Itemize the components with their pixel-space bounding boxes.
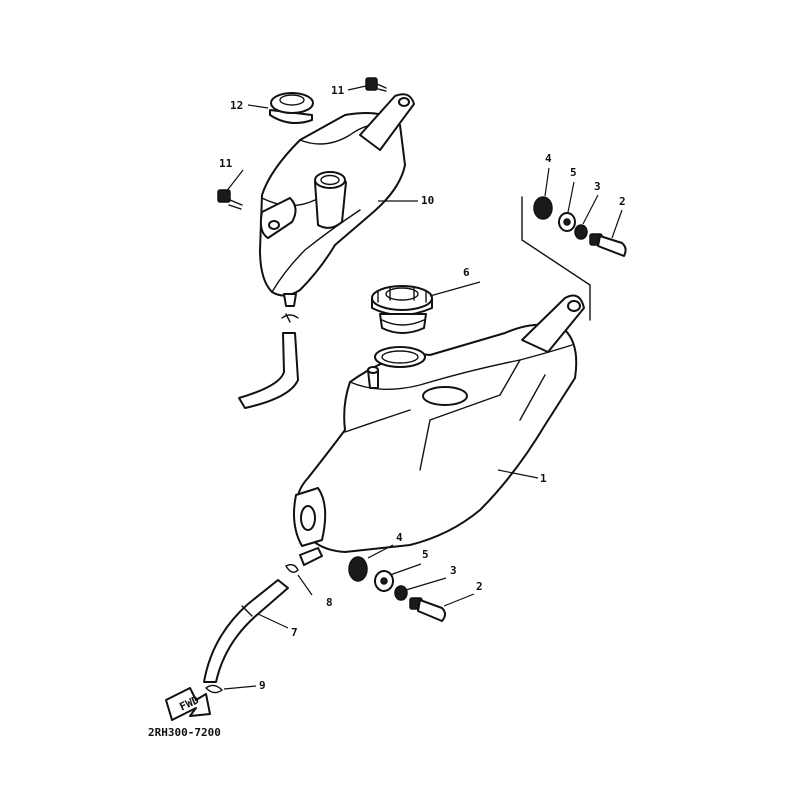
reservoir-tank: [259, 93, 415, 307]
upper-mount-hardware: [521, 196, 627, 321]
hose-clip-outlet: [285, 563, 299, 573]
callout-bolt-upper: 2: [619, 195, 626, 208]
lower-mount-hardware: [348, 556, 446, 622]
reservoir-cap: [269, 92, 314, 125]
reservoir-hose: [238, 313, 299, 409]
callout-clip-hose-end: 9: [259, 679, 266, 692]
callout-washer-lower: 3: [450, 564, 457, 577]
callout-collar-lower: 5: [422, 548, 429, 561]
callout-bolt-lower: 2: [476, 580, 483, 593]
hose-clip-end: [204, 684, 224, 694]
callout-clip-outlet: 8: [326, 596, 333, 609]
callout-collar-upper: 5: [570, 166, 577, 179]
callout-reservoir-cap: 12: [230, 99, 243, 112]
fwd-arrow-icon: FWD: [165, 687, 211, 721]
callout-screw-top: 11: [331, 84, 345, 97]
oil-tank-main: [293, 294, 585, 566]
callout-hose-main: 7: [291, 626, 298, 639]
screw-side: [217, 189, 243, 210]
diagram-code: 2RH300-7200: [148, 726, 221, 739]
oil-hose: [203, 579, 289, 683]
callout-tank-cap: 6: [463, 266, 470, 279]
callout-tank-main: 1: [540, 472, 547, 485]
oil-tank-cap: [371, 285, 433, 334]
callout-screw-side: 11: [219, 157, 233, 170]
screw-top: [365, 77, 387, 92]
callout-reservoir-tank: 10: [421, 194, 434, 207]
callout-grommet-upper: 4: [545, 152, 552, 165]
oil-tank-seal: [374, 346, 426, 368]
callout-grommet-lower: 4: [396, 531, 403, 544]
callout-washer-upper: 3: [594, 180, 601, 193]
